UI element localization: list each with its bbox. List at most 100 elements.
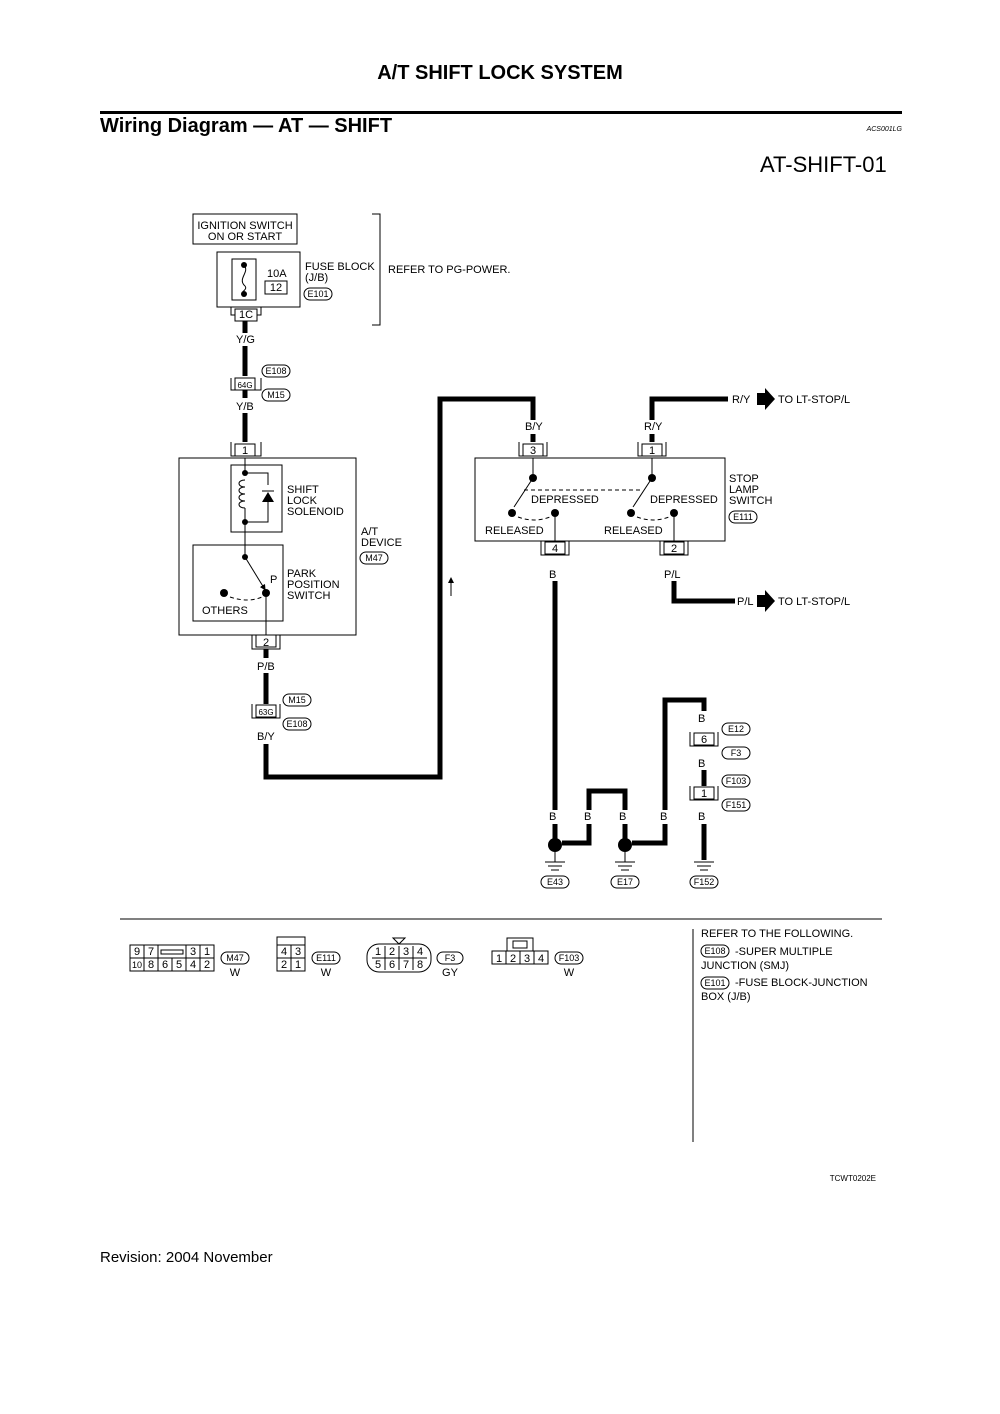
- wire-label-by-lower: B/Y: [257, 731, 275, 743]
- diagram-id: AT-SHIFT-01: [760, 152, 887, 177]
- m47-pin-10: 10: [132, 960, 142, 970]
- joint-63g-conn-b: E108: [286, 719, 307, 729]
- wire-label-pl: P/L: [664, 569, 681, 581]
- park-switch-box: [192, 544, 284, 622]
- at-device-connector-m47: M47: [365, 553, 383, 563]
- stop-lamp-switch: 3 1 DEPRESSED RELEASED DEPRESSED RELEASE…: [474, 434, 772, 556]
- wire-by: [263, 396, 536, 780]
- stop-switch-connector-e111: E111: [733, 512, 753, 522]
- stop-switch-pin-3: 3: [530, 445, 536, 457]
- refer-power-text: REFER TO PG-POWER.: [388, 264, 510, 276]
- wire-label-b6: B: [698, 758, 705, 770]
- ignition-label-1: IGNITION SWITCH: [197, 220, 292, 232]
- stop-switch-pin-4: 4: [552, 543, 558, 555]
- ground-f152: F152: [689, 861, 719, 889]
- wire-label-yb: Y/B: [236, 401, 254, 413]
- wire-label-by-top: B/Y: [525, 421, 543, 433]
- wire-label-b1: B: [549, 811, 556, 823]
- solenoid-label-3: SOLENOID: [287, 506, 344, 518]
- m47-name: M47: [226, 953, 244, 963]
- wire-label-b3: B: [619, 811, 626, 823]
- fuse-terminal-1c: 1C: [239, 309, 253, 321]
- e111-pin-3: 3: [295, 946, 301, 958]
- joint-63g-conn-a: M15: [288, 695, 306, 705]
- f3-pin-5: 5: [375, 959, 381, 971]
- joint-f103-conn-b: F151: [726, 800, 747, 810]
- ground-f152-label: F152: [694, 877, 715, 887]
- ignition-label-2: ON OR START: [208, 231, 282, 243]
- connector-m47: 9 7 3 1 10 8 6 5 4 2 M47 W: [129, 944, 250, 979]
- joint-63g: 63G M15 E108: [251, 693, 312, 731]
- at-device-label-2: DEVICE: [361, 537, 402, 549]
- stop-switch-label-3: SWITCH: [729, 495, 772, 507]
- joint-64g-conn-b: M15: [267, 390, 285, 400]
- wire-label-pl-out: P/L: [737, 596, 754, 608]
- refer-e108-code: E108: [704, 946, 725, 956]
- shift-lock-solenoid-box: [230, 464, 283, 533]
- park-switch-label-3: SWITCH: [287, 590, 330, 602]
- at-device-pin-1: 1: [242, 445, 248, 457]
- f3-pin-3: 3: [403, 946, 409, 958]
- stop-switch-pin-2: 2: [671, 543, 677, 555]
- wire-label-b5: B: [698, 713, 705, 725]
- f103-color: W: [564, 967, 575, 979]
- wire-label-yg: Y/G: [236, 334, 255, 346]
- section-title: Wiring Diagram — AT — SHIFT: [100, 115, 393, 137]
- joint-64g-conn-a: E108: [265, 366, 286, 376]
- refer-e108-text-2: JUNCTION (SMJ): [701, 960, 789, 972]
- f103-pin-1: 1: [496, 953, 502, 965]
- joint-e12-conn-b: F3: [731, 748, 742, 758]
- stop-switch-label-1: STOP: [729, 473, 759, 485]
- e111-color: W: [321, 967, 332, 979]
- arrow-right-icon-2: [757, 590, 775, 612]
- f3-pin-7: 7: [403, 959, 409, 971]
- joint-63g-pin: 63G: [258, 708, 273, 717]
- ground-e43-label: E43: [547, 877, 563, 887]
- joint-e12: 6 E12 F3: [689, 722, 751, 760]
- wire-label-b-e111: B: [549, 569, 556, 581]
- refer-e101-text-2: BOX (J/B): [701, 991, 751, 1003]
- stop-switch-released-2: RELEASED: [604, 525, 663, 537]
- f3-pin-2: 2: [389, 946, 395, 958]
- f103-pin-4: 4: [538, 953, 544, 965]
- e111-pin-2: 2: [281, 959, 287, 971]
- connector-f3: 1 2 3 4 5 6 7 8 F3 GY: [366, 937, 464, 979]
- park-switch-label-2: POSITION: [287, 579, 340, 591]
- fuse-block-label: FUSE BLOCK: [305, 261, 375, 273]
- fuse-block-jb: (J/B): [305, 272, 328, 284]
- stop-switch-label-2: LAMP: [729, 484, 759, 496]
- m47-pin-7: 7: [148, 946, 154, 958]
- refer-list: REFER TO THE FOLLOWING. E108 -SUPER MULT…: [700, 928, 868, 1003]
- fuse-number: 12: [270, 282, 282, 294]
- at-device-pin-2: 2: [263, 637, 269, 649]
- refer-bracket: [372, 213, 381, 326]
- header-rule: [100, 111, 902, 114]
- fuse-connector-e101: E101: [307, 289, 328, 299]
- at-device-label-1: A/T: [361, 526, 378, 538]
- ignition-switch: IGNITION SWITCH ON OR START: [192, 213, 298, 245]
- wire-label-pb: P/B: [257, 661, 275, 673]
- splice-e43: [548, 838, 562, 852]
- refer-e101-text-1: -FUSE BLOCK-JUNCTION: [735, 977, 868, 989]
- ground-e17-label: E17: [617, 877, 633, 887]
- joint-64g: 64G E108 M15: [230, 364, 291, 402]
- connector-e111: 4 3 2 1 E111 W: [276, 936, 341, 979]
- revision-note: Revision: 2004 November: [100, 1249, 273, 1266]
- wire-b-join-e43: [562, 824, 592, 846]
- wire-pl: [671, 581, 735, 604]
- e111-name: E111: [316, 953, 336, 963]
- arrow-right-icon: [757, 388, 775, 410]
- wire-b-loop: [586, 788, 628, 810]
- fuse-block: 10A 12 FUSE BLOCK (J/B) E101 1C: [216, 251, 375, 322]
- wire-b-e12: [662, 697, 707, 810]
- park-pos-p: P: [270, 574, 277, 586]
- pl-destination: TO LT-STOP/L: [778, 596, 850, 608]
- f103-name: F103: [559, 953, 580, 963]
- m47-pin-3: 3: [190, 946, 196, 958]
- joint-64g-pin: 64G: [237, 381, 252, 390]
- m47-color: W: [230, 967, 241, 979]
- f3-color: GY: [442, 967, 459, 979]
- section-code: ACS001LG: [866, 126, 902, 133]
- refer-e108-text-1: -SUPER MULTIPLE: [735, 946, 833, 958]
- wire-label-b2: B: [584, 811, 591, 823]
